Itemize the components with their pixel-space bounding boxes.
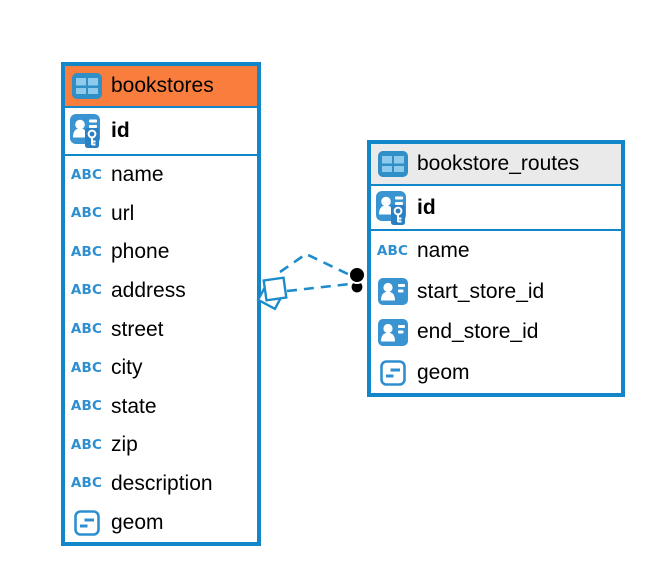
field-name: street bbox=[111, 317, 164, 341]
field-row[interactable]: geom bbox=[371, 353, 621, 394]
field-row[interactable]: ABC zip bbox=[65, 426, 257, 465]
pk-field-name: id bbox=[417, 195, 436, 219]
pk-field-name: id bbox=[111, 119, 130, 142]
table-icon bbox=[376, 151, 409, 177]
reference-user-icon bbox=[376, 278, 409, 306]
geometry-type-icon bbox=[376, 359, 409, 386]
text-type-icon: ABC bbox=[70, 166, 103, 183]
field-name: url bbox=[111, 201, 135, 225]
pk-row[interactable]: id bbox=[371, 186, 621, 231]
field-name: address bbox=[111, 279, 186, 303]
field-row[interactable]: ABC phone bbox=[65, 233, 257, 272]
field-name: zip bbox=[111, 433, 138, 457]
field-row[interactable]: ABC name bbox=[65, 156, 257, 195]
table-bookstore-routes[interactable]: bookstore_routes id bbox=[367, 140, 625, 397]
table-bookstores[interactable]: bookstores id ABC bbox=[61, 62, 261, 546]
field-list: ABC name start_store_id bbox=[371, 231, 621, 393]
relationship-line bbox=[279, 252, 353, 278]
text-type-icon: ABC bbox=[70, 398, 103, 415]
field-name: geom bbox=[417, 360, 470, 384]
field-row[interactable]: ABC url bbox=[65, 195, 257, 234]
text-type-icon: ABC bbox=[376, 242, 409, 259]
relationship-many-marker[interactable] bbox=[256, 276, 288, 311]
field-name: end_store_id bbox=[417, 320, 539, 344]
text-type-icon: ABC bbox=[70, 243, 103, 260]
table-icon bbox=[70, 73, 103, 99]
field-name: geom bbox=[111, 510, 164, 534]
table-title: bookstores bbox=[111, 74, 214, 97]
text-type-icon: ABC bbox=[70, 320, 103, 337]
field-name: description bbox=[111, 472, 213, 496]
primary-key-user-icon bbox=[70, 114, 103, 148]
text-type-icon: ABC bbox=[70, 475, 103, 492]
field-row[interactable]: ABC street bbox=[65, 310, 257, 349]
field-row[interactable]: ABC description bbox=[65, 465, 257, 504]
primary-key-user-icon bbox=[376, 190, 409, 225]
geometry-type-icon bbox=[70, 509, 103, 536]
field-name: name bbox=[111, 163, 164, 187]
field-row[interactable]: end_store_id bbox=[371, 312, 621, 353]
field-name: start_store_id bbox=[417, 279, 545, 303]
text-type-icon: ABC bbox=[70, 282, 103, 299]
table-header[interactable]: bookstores bbox=[65, 66, 257, 108]
field-row[interactable]: geom bbox=[65, 503, 257, 542]
field-row[interactable]: ABC name bbox=[371, 231, 621, 272]
text-type-icon: ABC bbox=[70, 359, 103, 376]
field-row[interactable]: ABC address bbox=[65, 272, 257, 311]
relationship-lines[interactable] bbox=[279, 252, 353, 293]
relationship-one-marker[interactable] bbox=[348, 266, 366, 294]
field-name: name bbox=[417, 239, 470, 263]
pk-row[interactable]: id bbox=[65, 108, 257, 156]
reference-user-icon bbox=[376, 318, 409, 346]
table-title: bookstore_routes bbox=[417, 152, 580, 175]
field-row[interactable]: ABC state bbox=[65, 388, 257, 427]
field-name: phone bbox=[111, 240, 170, 264]
text-type-icon: ABC bbox=[70, 205, 103, 222]
field-row[interactable]: ABC city bbox=[65, 349, 257, 388]
table-header[interactable]: bookstore_routes bbox=[371, 144, 621, 186]
relationship-line bbox=[286, 282, 351, 293]
field-list: ABC name ABC url ABC phone ABC address A… bbox=[65, 156, 257, 542]
field-row[interactable]: start_store_id bbox=[371, 272, 621, 313]
field-name: state bbox=[111, 394, 157, 418]
field-name: city bbox=[111, 356, 143, 380]
text-type-icon: ABC bbox=[70, 436, 103, 453]
